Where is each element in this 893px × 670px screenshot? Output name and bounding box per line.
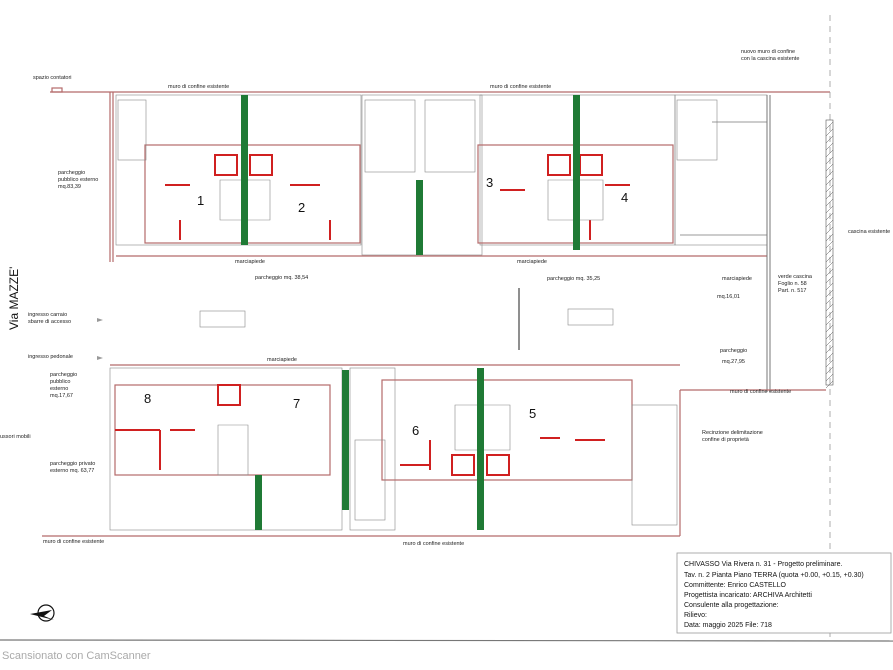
label-parcheggio: parcheggio: [50, 372, 77, 378]
unit-number: 4: [621, 190, 628, 205]
label-nuovo-muro: nuovo muro di confine: [741, 49, 795, 55]
label-parcheggio: esterno mq. 63,77: [50, 468, 94, 474]
label-parcheggio: mq.27,95: [722, 359, 745, 365]
label-parcheggio: parcheggio mq. 35,25: [547, 276, 600, 282]
label-ingresso: ingresso pedonale: [28, 354, 73, 360]
existing-wall-hatched: [825, 119, 834, 389]
title-block-text: CHIVASSO Via Rivera n. 31 - Progetto pre…: [684, 561, 864, 629]
hedge: [255, 475, 262, 530]
label-verde: Foglio n. 58: [778, 281, 807, 287]
title-line: Consulente alla progettazione:: [684, 602, 779, 609]
top-building-block: [115, 94, 768, 256]
label-parcheggio: mq.17,67: [50, 393, 73, 399]
label-verde: verde cascina: [778, 274, 813, 280]
label-parcheggio: esterno: [50, 386, 68, 392]
label-parcheggio: parcheggio: [720, 348, 747, 354]
title-line: Committente: Enrico CASTELLO: [684, 582, 786, 589]
title-line: Progettista incaricato: ARCHIVA Architet…: [684, 592, 812, 599]
unit-number: 2: [298, 200, 305, 215]
label-recinzione: confine di proprietà: [702, 437, 750, 443]
title-block: [676, 552, 892, 634]
scanner-watermark: Scansionato con CamScanner: [2, 650, 151, 662]
label-marciapiede: mq.16,01: [717, 294, 740, 300]
north-arrow-icon: [30, 604, 55, 622]
hedge: [573, 95, 580, 250]
unit-number: 1: [197, 193, 204, 208]
title-line: Data: maggio 2025 File: 718: [684, 622, 772, 629]
label-marciapiede: marciapiede: [517, 259, 547, 265]
label-cassoni: ussori mobili: [0, 434, 31, 440]
label-muro: muro di confine esistente: [730, 389, 791, 395]
label-ingresso: sbarre di accesso: [28, 319, 71, 325]
unit-number: 6: [412, 423, 419, 438]
label-parcheggio: parcheggio privato: [50, 461, 95, 467]
hedge: [416, 180, 423, 255]
hedge: [477, 368, 484, 530]
label-parcheggio: mq.83,39: [58, 184, 81, 190]
label-marciapiede: marciapiede: [267, 357, 297, 363]
label-muro: muro di confine esistente: [43, 539, 104, 545]
label-parcheggio: pubblico esterno: [58, 177, 98, 183]
unit-number: 7: [293, 396, 300, 411]
label-muro: muro di confine esistente: [168, 84, 229, 90]
label-muro: muro di confine esistente: [403, 541, 464, 547]
label-cascina: cascina esistente: [848, 229, 890, 235]
label-verde: Part. n. 517: [778, 288, 806, 294]
label-marciapiede: marciapiede: [235, 259, 265, 265]
street-name: Via MAZZE': [7, 267, 21, 330]
hedge: [241, 95, 248, 245]
label-nuovo-muro: con la cascina esistente: [741, 56, 799, 62]
label-marciapiede: marciapiede: [722, 276, 752, 282]
unit-number: 5: [529, 406, 536, 421]
title-line: Rilievo:: [684, 612, 707, 619]
unit-number: 8: [144, 391, 151, 406]
hedge: [342, 370, 349, 510]
title-line: Tav. n. 2 Pianta Piano TERRA (quota +0.0…: [684, 572, 864, 579]
meter-box: [51, 87, 63, 93]
label-parcheggio: parcheggio mq. 38,54: [255, 275, 308, 281]
bottom-building-block: [109, 367, 678, 531]
label-ingresso: ingresso carraio: [28, 312, 67, 318]
title-line: CHIVASSO Via Rivera n. 31 - Progetto pre…: [684, 561, 843, 568]
label-muro: muro di confine esistente: [490, 84, 551, 90]
label-parcheggio: pubblico: [50, 379, 71, 385]
label-recinzione: Recinzione delimitazione: [702, 430, 763, 436]
label-spazio-contatori: spazio contatori: [33, 75, 72, 81]
label-parcheggio: parcheggio: [58, 170, 85, 176]
unit-number: 3: [486, 175, 493, 190]
